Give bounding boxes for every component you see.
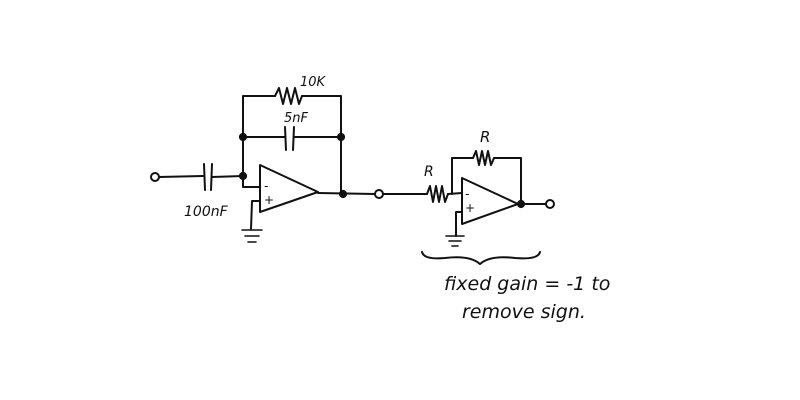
capacitor-to-node-wire: [211, 175, 244, 178]
feedback-resistor-right-wire: [301, 95, 342, 195]
opamp2-noninverting-lead: [455, 211, 463, 237]
feedback-capacitor-label: 5nF: [284, 111, 309, 126]
inverter-feedback-resistor-label: R: [480, 128, 490, 146]
annotation-line-2: remove sign.: [462, 301, 586, 323]
opamp-inverter: [461, 177, 519, 225]
feedback-resistor-label: 10K: [300, 75, 327, 90]
ground-symbol-stage2: [445, 235, 465, 247]
input-capacitor-label: 100nF: [184, 204, 229, 220]
inverter-input-resistor-label: R: [424, 164, 434, 180]
opamp1-inverting-lead: [242, 175, 261, 188]
output-terminal: [545, 199, 555, 209]
node-stage2-output: [516, 199, 526, 209]
opamp-integrator: [259, 164, 319, 213]
feedback-capacitor: [284, 126, 295, 151]
opamp2-minus-sign: -: [465, 187, 469, 201]
input-wire: [158, 175, 204, 178]
node-stage1-output: [338, 189, 348, 199]
opamp1-plus-sign: +: [264, 193, 274, 207]
input-terminal: [150, 172, 160, 182]
inverter-feedback-right-wire: [493, 157, 522, 205]
stage1-output-terminal: [374, 189, 384, 199]
ground-symbol: [241, 229, 263, 243]
feedback-resistor: [274, 87, 303, 105]
inverter-feedback-left-wire: [451, 157, 474, 195]
input-capacitor: [203, 163, 213, 191]
inverting-input-wire: [242, 95, 276, 177]
annotation-line-1: fixed gain = -1 to: [444, 273, 610, 295]
annotation-brace: [421, 251, 541, 265]
inverter-input-resistor: [426, 185, 449, 203]
inverter-feedback-resistor: [472, 150, 495, 166]
opamp1-noninverting-lead: [250, 200, 261, 230]
opamp1-minus-sign: -: [264, 179, 268, 193]
opamp2-plus-sign: +: [465, 201, 475, 215]
inverter-input-wire: [447, 192, 463, 195]
